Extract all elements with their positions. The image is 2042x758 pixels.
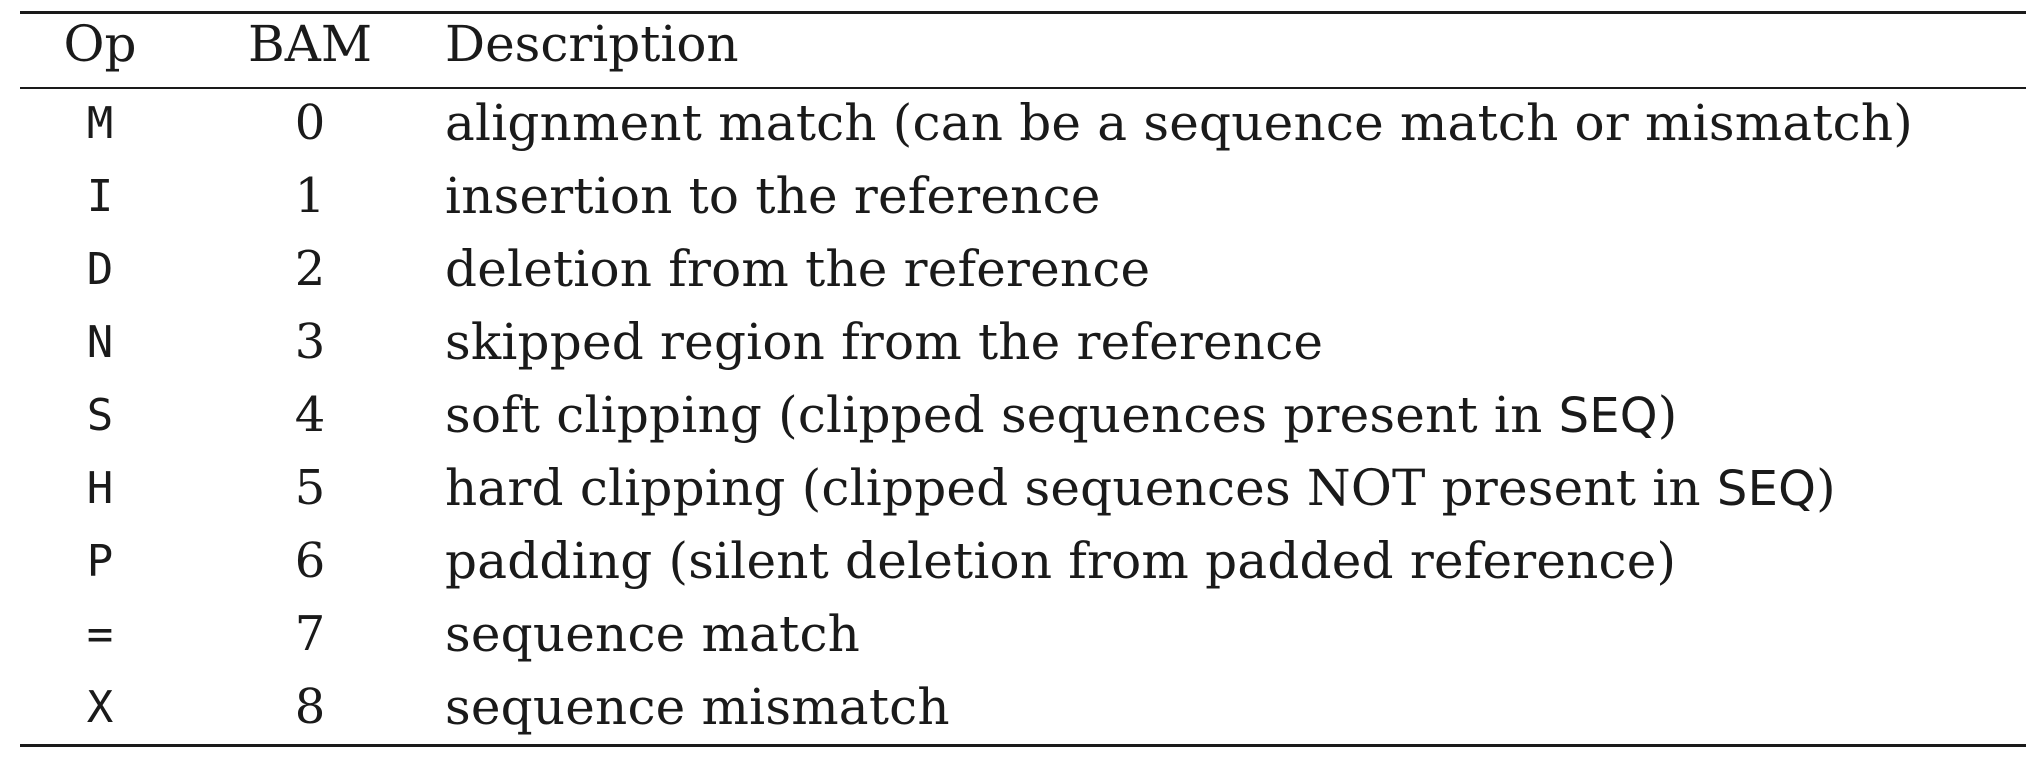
bam-cell: 6 (294, 533, 326, 589)
description-cell: deletion from the reference (445, 233, 2025, 306)
table-row: H 5 hard clipping (clipped sequences NOT… (20, 452, 2026, 525)
table-row: S 4 soft clipping (clipped sequences pre… (20, 379, 2026, 452)
header-rule (20, 87, 2026, 89)
bam-cell: 0 (294, 95, 326, 151)
description-cell: insertion to the reference (445, 160, 2025, 233)
top-rule (20, 11, 2026, 14)
op-cell: I (86, 171, 114, 222)
header-bam: BAM (247, 15, 373, 73)
description-text-end: ) (1657, 386, 1678, 444)
op-cell: M (86, 98, 114, 149)
op-cell: P (86, 536, 114, 587)
op-cell: = (86, 609, 114, 660)
table-row: I 1 insertion to the reference (20, 160, 2026, 233)
table-header-row: Op BAM Description (20, 8, 2026, 81)
description-cell: padding (silent deletion from padded ref… (445, 525, 2025, 598)
op-cell: S (86, 390, 114, 441)
description-cell: soft clipping (clipped sequences present… (445, 379, 2025, 452)
description-cell: sequence match (445, 598, 2025, 671)
description-text: sequence mismatch (445, 678, 950, 736)
table-row: N 3 skipped region from the reference (20, 306, 2026, 379)
description-text: deletion from the reference (445, 240, 1151, 298)
header-op: Op (63, 15, 137, 73)
bam-cell: 1 (294, 168, 326, 224)
description-text: insertion to the reference (445, 167, 1101, 225)
description-text: padding (silent deletion from padded ref… (445, 532, 1677, 590)
bam-cell: 2 (294, 241, 326, 297)
description-cell: hard clipping (clipped sequences NOT pre… (445, 452, 2025, 525)
op-cell: D (86, 244, 114, 295)
description-cell: alignment match (can be a sequence match… (445, 87, 2025, 160)
description-text: soft clipping (clipped sequences present… (445, 386, 1559, 444)
table-row: P 6 padding (silent deletion from padded… (20, 525, 2026, 598)
table-row: X 8 sequence mismatch (20, 671, 2026, 744)
header-description: Description (445, 15, 739, 73)
bam-cell: 4 (294, 387, 326, 443)
bam-cell: 7 (294, 606, 326, 662)
description-text: skipped region from the reference (445, 313, 1324, 371)
op-cell: N (86, 317, 114, 368)
description-cell: skipped region from the reference (445, 306, 2025, 379)
seq-field-name: SEQ (1716, 461, 1817, 517)
seq-field-name: SEQ (1558, 388, 1658, 444)
description-text-end: ) (1816, 459, 1836, 517)
description-text: hard clipping (clipped sequences NOT pre… (445, 459, 1717, 517)
description-cell: sequence mismatch (445, 671, 2025, 744)
table-row: D 2 deletion from the reference (20, 233, 2026, 306)
op-cell: X (86, 682, 114, 733)
table-row: M 0 alignment match (can be a sequence m… (20, 87, 2026, 160)
description-text: alignment match (can be a sequence match… (445, 94, 1913, 152)
description-text: sequence match (445, 605, 861, 663)
table-row: = 7 sequence match (20, 598, 2026, 671)
op-cell: H (86, 463, 114, 514)
bam-cell: 5 (294, 460, 326, 516)
cigar-operations-table: Op BAM Description M 0 alignment match (… (20, 0, 2026, 758)
bam-cell: 8 (294, 679, 326, 735)
bam-cell: 3 (294, 314, 326, 370)
bottom-rule (20, 744, 2026, 747)
